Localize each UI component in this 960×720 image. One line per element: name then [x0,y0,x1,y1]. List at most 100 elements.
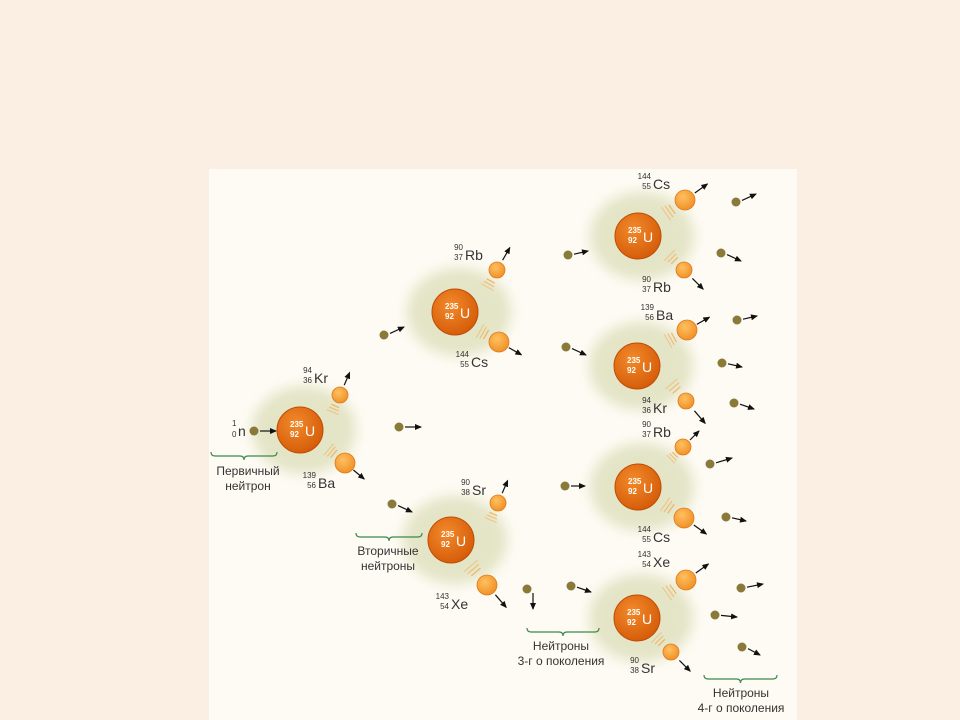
fragment-arrow [678,659,691,672]
fission-fragment [326,386,349,416]
fission-fragment [665,378,695,410]
neutron-mass-number: 1 [232,419,237,428]
fragment-atomic-number: 37 [454,253,463,262]
neutron [736,583,746,593]
fragment-mass-number: 143 [436,592,450,601]
neutron-arrow [741,193,757,201]
caption-primary-neutron-line-1: Первичный [216,464,279,478]
fragment-arrow [343,371,351,386]
fragment-mass-number: 94 [642,396,651,405]
fragment-atomic-number: 37 [642,430,651,439]
neutron-symbol: n [238,423,246,439]
nucleus-symbol: U [456,533,466,549]
nucleus-atomic-number: 92 [441,540,450,549]
nucleus-symbol: U [305,423,315,439]
nucleus-symbol: U [642,359,652,375]
fission-fragment [661,569,697,601]
nucleus-mass-number: 235 [628,226,642,235]
neutron [394,422,404,432]
fragment-symbol: Cs [653,176,670,192]
caption-primary-neutron-line-2: нейтрон [225,479,270,493]
neutron [717,358,727,368]
neutron-arrow [731,516,747,523]
fragment-mass-number: 144 [456,350,470,359]
generation-bracket [355,532,423,542]
neutron [522,584,532,594]
fission-fragment [666,438,692,464]
fragment-mass-number: 90 [630,656,639,665]
fragment-arrow [689,430,700,441]
fragment-symbol: Sr [641,660,655,676]
neutron [379,330,389,340]
fragment-arrow [501,479,509,494]
neutron-arrow [747,648,761,656]
nucleus-mass-number: 235 [290,420,304,429]
neutron [249,426,259,436]
fragment-atomic-number: 38 [461,488,470,497]
fission-fragments [323,189,698,661]
neutrons [249,197,747,652]
fragment-symbol: Kr [314,370,328,386]
neutron-arrow [746,582,764,589]
fragment-mass-number: 90 [642,420,651,429]
fragment-arrow [695,563,710,574]
fragment-symbol: Rb [653,424,671,440]
fragment-mass-number: 90 [642,275,651,284]
fragment-atomic-number: 56 [645,313,654,322]
nucleus-mass-number: 235 [627,608,641,617]
neutron [710,610,720,620]
neutron [737,642,747,652]
fragment-atomic-number: 56 [307,481,316,490]
neutron-arrow [397,505,413,513]
neutron [716,248,726,258]
fragment-atomic-number: 36 [642,406,651,415]
nucleus-symbol: U [460,305,470,321]
neutron [731,197,741,207]
neutron [563,250,573,260]
fragment-symbol: Cs [653,529,670,545]
fragment-mass-number: 144 [638,525,652,534]
neutron-arrow [739,403,755,410]
neutron-arrow [389,326,405,334]
generation-bracket [210,451,278,461]
fragment-symbol: Ba [318,475,335,491]
neutron [566,581,576,591]
fission-fragment [484,494,507,524]
caption-third-generation-line-1: Нейтроны [533,639,589,653]
fission-fragment [463,559,498,596]
fission-fragment [475,324,510,353]
fission-fragment [323,443,356,474]
nucleus-atomic-number: 92 [445,312,454,321]
neutron-arrow [571,348,587,356]
fragment-symbol: Sr [472,482,486,498]
neutron [732,315,742,325]
fragment-arrow [502,246,511,261]
nucleus-atomic-number: 92 [627,366,636,375]
neutron-arrow [573,249,589,256]
nucleus-atomic-number: 92 [627,618,636,627]
fragment-atomic-number: 38 [630,666,639,675]
fragment-mass-number: 144 [638,172,652,181]
fragment-symbol: Xe [451,596,468,612]
generation-bracket [703,674,778,684]
fragment-arrow [693,410,706,425]
fission-fragment [650,631,680,661]
fragment-arrow [508,347,523,356]
fragment-mass-number: 139 [641,303,655,312]
nucleus-symbol: U [642,611,652,627]
nucleus-mass-number: 235 [441,530,455,539]
fragment-symbol: Rb [465,247,483,263]
neutron [560,481,570,491]
nucleus-mass-number: 235 [627,356,641,365]
nucleus-mass-number: 235 [445,302,459,311]
neutron-charge-number: 0 [232,430,237,439]
fragment-atomic-number: 37 [642,285,651,294]
fragment-symbol: Ba [656,307,673,323]
fragment-atomic-number: 55 [642,182,651,191]
